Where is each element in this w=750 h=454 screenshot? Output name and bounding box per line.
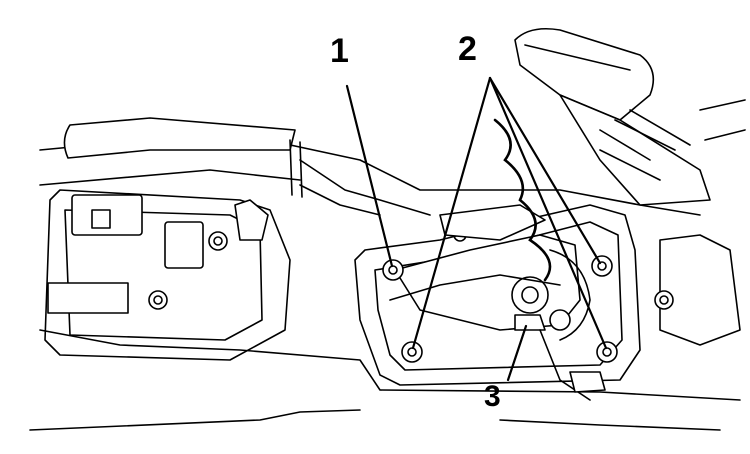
- left-bolt-1-head: [213, 236, 223, 246]
- shift-boot-fold-3: [629, 109, 691, 146]
- left-bolt-1: [208, 231, 228, 251]
- leader-line-1: [345, 84, 394, 268]
- connector-block-b: [164, 221, 204, 269]
- handbrake-rod: [299, 159, 431, 216]
- callout-1-label: 1: [330, 32, 349, 70]
- cable-bracket: [569, 371, 606, 393]
- shift-knob-top: [524, 44, 631, 71]
- grip-collar-2: [299, 141, 303, 198]
- left-console-body: [44, 189, 291, 361]
- lever-pivot: [511, 276, 549, 314]
- right-console: [659, 234, 741, 346]
- leader-line-2c: [488, 76, 608, 350]
- leader-line-2a: [411, 76, 492, 350]
- adjuster: [549, 309, 571, 331]
- floor-line-2: [499, 419, 721, 431]
- connector-block-a-tab: [91, 209, 111, 229]
- console-lower-edge: [39, 329, 741, 401]
- callout-3-label: 3: [484, 380, 501, 413]
- right-edge-2: [704, 129, 746, 141]
- rear-cable: [539, 329, 591, 401]
- handbrake-rod-lower: [299, 184, 381, 216]
- shift-boot: [559, 94, 711, 206]
- shift-boot-fold-4: [599, 149, 661, 181]
- grip-collar-1: [289, 139, 293, 196]
- connector-block-c: [47, 282, 129, 314]
- handbrake-grip: [63, 117, 296, 159]
- mount-nut-rear-right: [596, 341, 618, 363]
- shift-boot-fold-2: [614, 119, 676, 151]
- right-bolt: [654, 290, 674, 310]
- right-edge: [699, 99, 746, 111]
- floor-line: [29, 409, 361, 431]
- lever-arm: [389, 274, 561, 301]
- mount-nut-front-left: [382, 259, 404, 281]
- mount-nut-rear-left: [401, 341, 423, 363]
- left-bolt-2-head: [153, 295, 163, 305]
- upper-bracket: [439, 204, 546, 241]
- shift-boot-fold-1: [599, 129, 651, 161]
- leader-line-2b: [488, 76, 602, 265]
- left-bolt-2: [148, 290, 168, 310]
- mount-nut-front-right-head: [597, 261, 607, 271]
- leader-line-2-scribble: [493, 118, 552, 282]
- connector-bracket: [234, 199, 269, 241]
- mount-nut-front-right: [591, 255, 613, 277]
- leader-line-3: [506, 324, 528, 382]
- left-console-inner: [64, 209, 263, 341]
- right-bolt-head: [659, 295, 669, 305]
- lever-pivot-inner: [521, 286, 539, 304]
- console-top-edge: [39, 169, 301, 186]
- callout-2-label: 2: [458, 30, 477, 68]
- cable-equalizer: [514, 314, 546, 331]
